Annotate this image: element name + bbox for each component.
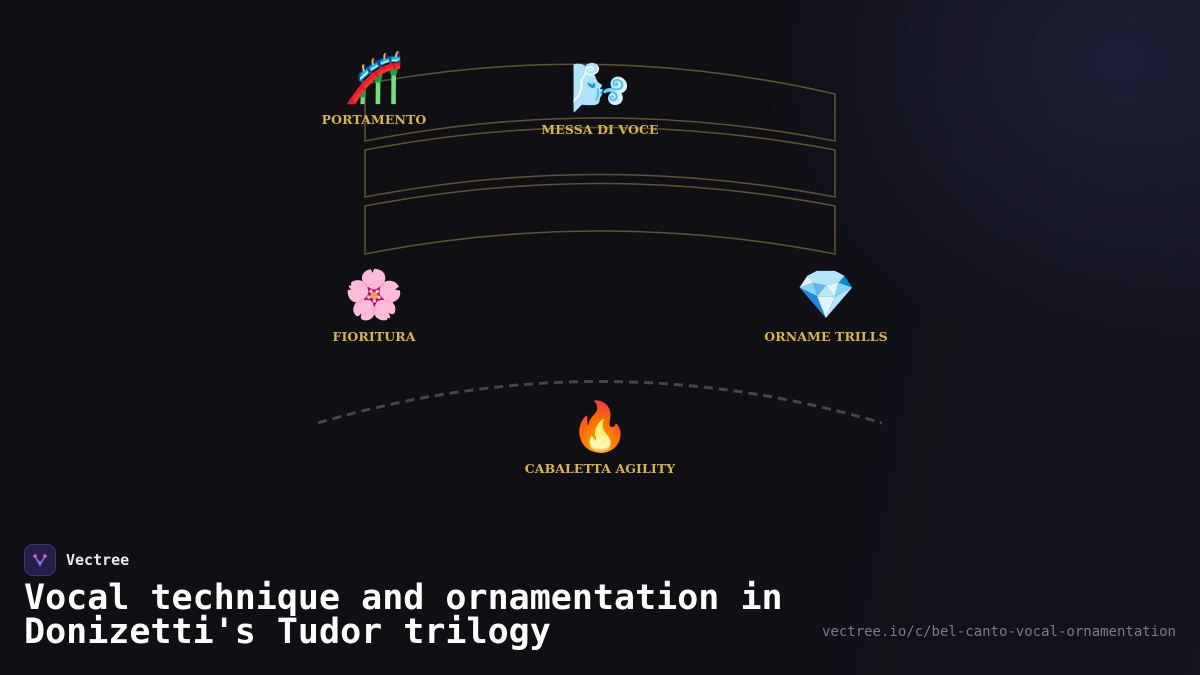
curved-band-1	[364, 63, 836, 142]
curved-band-2	[364, 126, 836, 198]
node-label: CABALETTA AGILITY	[524, 461, 676, 476]
node-label: PORTAMENTO	[321, 112, 427, 127]
node-portamento: 🎢 PORTAMENTO	[274, 50, 474, 127]
curved-band-3	[364, 182, 836, 255]
brand: Vectree	[24, 544, 129, 576]
node-cabaletta-agility: 🔥 CABALETTA AGILITY	[500, 399, 700, 476]
brand-name: Vectree	[66, 551, 130, 569]
dashed-arc	[317, 380, 883, 425]
roller-coaster-icon: 🎢	[344, 50, 404, 106]
cherry-blossom-icon: 🌸	[344, 267, 404, 323]
node-label: MESSA DI VOCE	[541, 122, 659, 137]
node-fioritura: 🌸 FIORITURA	[274, 267, 474, 344]
node-label: ORNAME TRILLS	[764, 329, 888, 344]
fire-icon: 🔥	[570, 399, 630, 455]
node-orname-trills: 💎 ORNAME TRILLS	[726, 267, 926, 344]
source-url[interactable]: vectree.io/c/bel-canto-vocal-ornamentati…	[821, 624, 1176, 640]
node-label: FIORITURA	[332, 329, 416, 344]
tree-fork-icon	[24, 544, 56, 576]
wind-face-icon: 🌬️	[570, 60, 630, 116]
gem-icon: 💎	[796, 267, 856, 323]
node-messa-di-voce: 🌬️ MESSA DI VOCE	[500, 60, 700, 137]
page-title: Vocal technique and ornamentation in Don…	[24, 578, 783, 652]
